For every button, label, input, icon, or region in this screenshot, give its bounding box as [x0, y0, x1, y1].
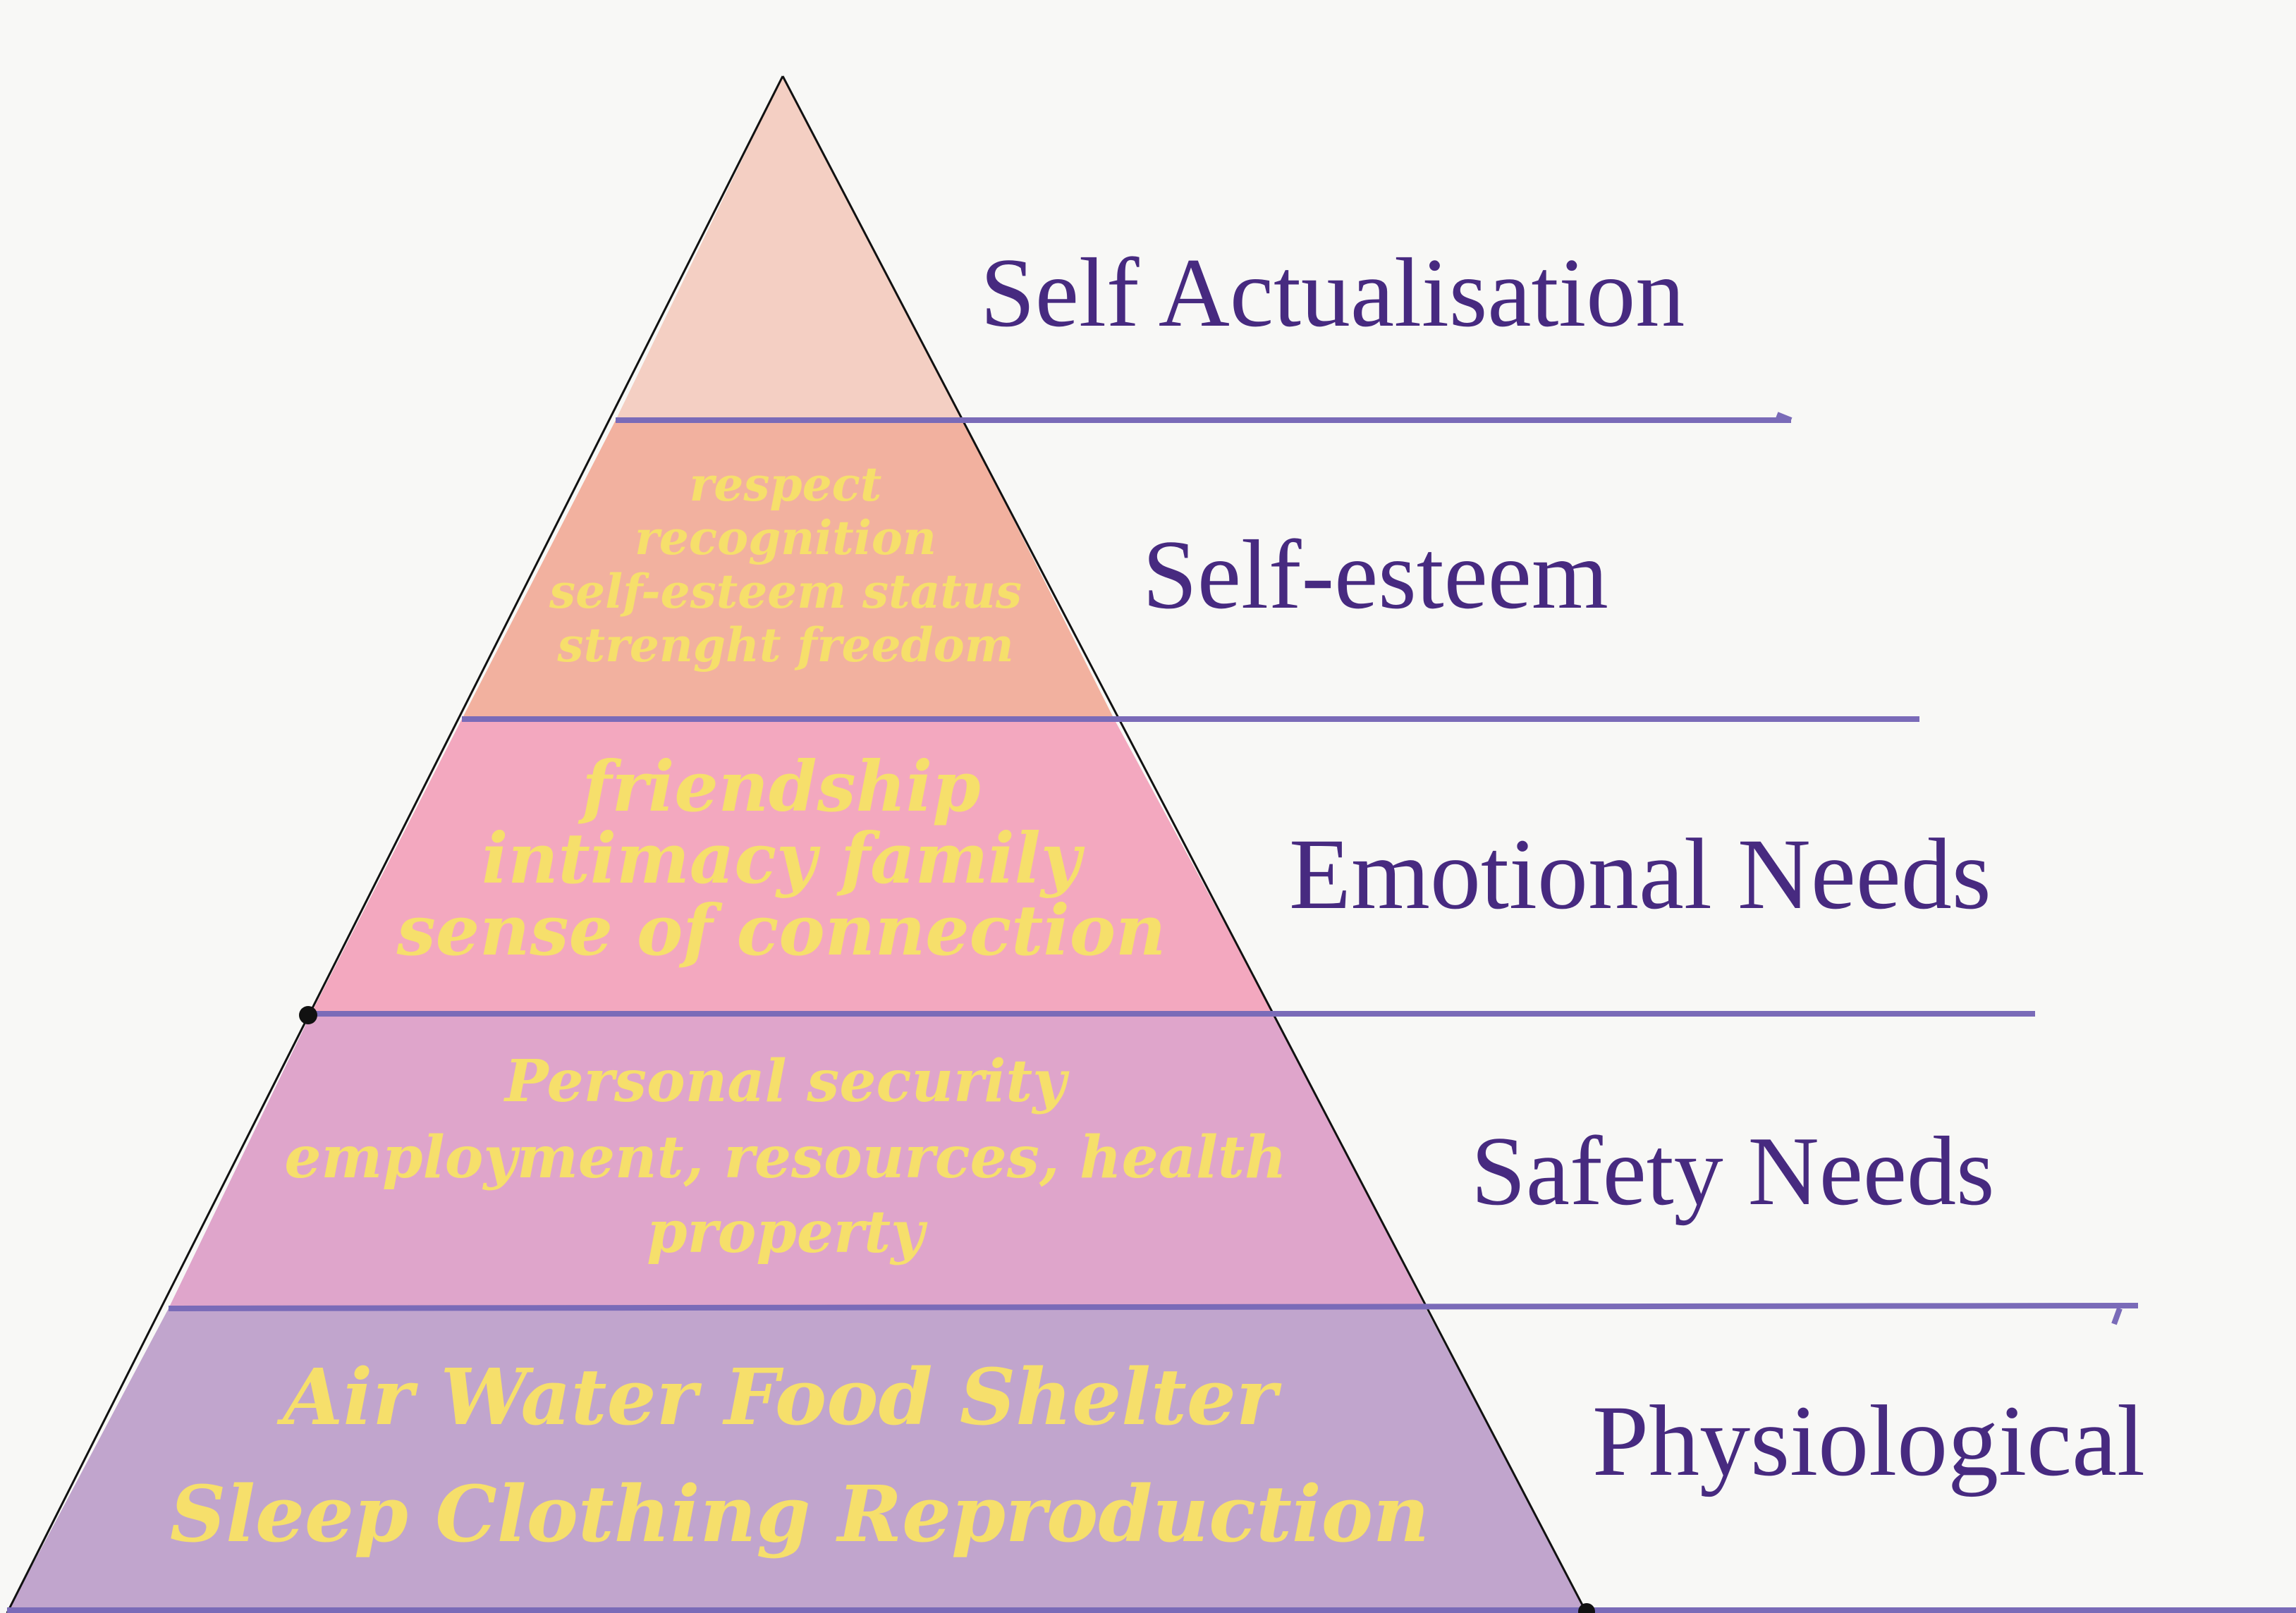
safety-item-property: property [647, 1198, 928, 1266]
label-self-esteem: Self-esteem [1142, 520, 1608, 630]
pyramid-outline-left [6, 75, 784, 1613]
tier-self-esteem [462, 420, 1114, 719]
self-esteem-item-respect: respect [690, 457, 882, 512]
pyramid-outline-right [781, 75, 1588, 1613]
divider-physiological-top [168, 1303, 2139, 1311]
emotional-item-friendship: friendship [578, 747, 980, 828]
self-esteem-item-strength-freedom: strenght freedom [556, 618, 1013, 673]
label-physiological: Physiological [1592, 1385, 2145, 1497]
safety-item-personal-security: Personal security [503, 1048, 1070, 1115]
tier-self-actualisation [616, 76, 963, 420]
tier-safety-needs [169, 1014, 1426, 1308]
label-safety-needs: Safety Needs [1471, 1117, 1995, 1226]
physiological-item-sleep-clothing-reproduction: Sleep Clothing Reproduction [170, 1468, 1429, 1559]
safety-item-employment: employment, resources, health [284, 1124, 1286, 1191]
label-emotional-needs: Emotional Needs [1289, 818, 1991, 931]
divider-arrow-tip [1776, 412, 1793, 423]
self-esteem-item-status: self-esteem status [549, 564, 1022, 619]
divider-physiological-tick [2111, 1307, 2123, 1325]
node-dot-base-right [1578, 1603, 1595, 1613]
physiological-item-air-water-food-shelter: Air Water Food Shelter [276, 1351, 1282, 1442]
emotional-item-intimacy-family: intimacy family [482, 818, 1085, 900]
tier-emotional-needs [311, 719, 1274, 1014]
node-dot-left [299, 1006, 317, 1024]
emotional-item-sense-of-connection: sense of connection [396, 890, 1166, 971]
self-esteem-item-recognition: recognition [635, 510, 936, 565]
label-self-actualisation: Self Actualisation [980, 238, 1685, 348]
tier-physiological [7, 1308, 1587, 1613]
